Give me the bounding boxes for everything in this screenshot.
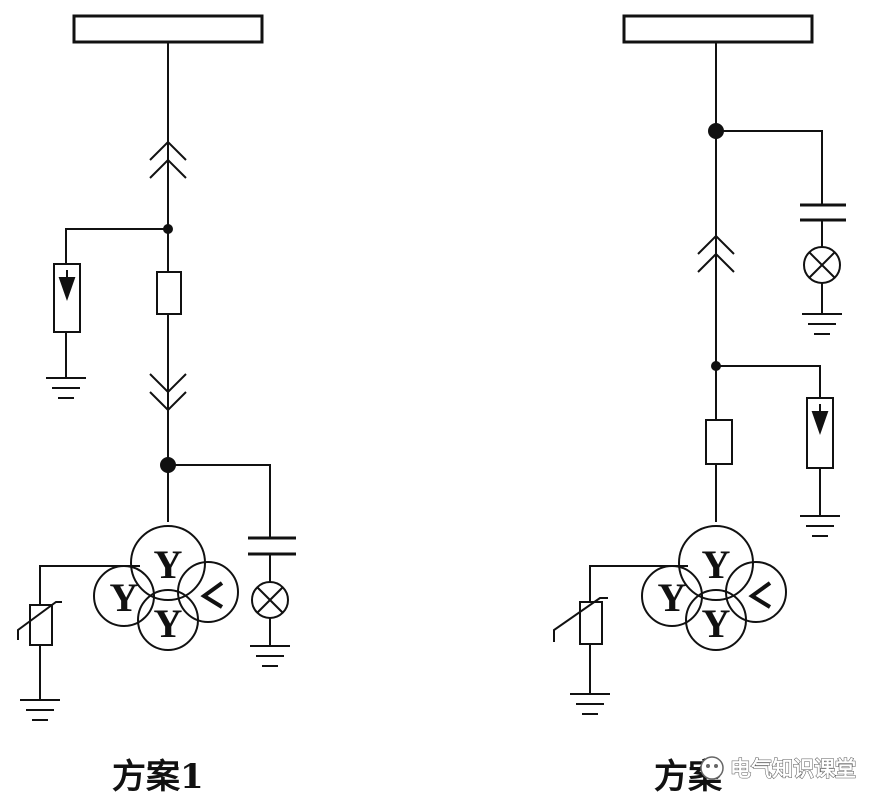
scheme1-varistor	[29, 604, 53, 646]
scheme2-winding-left: Y	[658, 575, 687, 620]
watermark-text: 电气知识课堂	[730, 757, 856, 781]
scheme1-fuse	[156, 271, 182, 315]
scheme2-varistor	[579, 601, 603, 645]
scheme1-lower-contact	[149, 373, 187, 394]
scheme1-capacitor	[248, 536, 296, 556]
scheme1-lamp-ground	[250, 645, 290, 667]
scheme1-varistor-ground	[20, 699, 60, 721]
scheme1-arrester-ground	[46, 377, 86, 399]
scheme2-capacitor	[800, 203, 846, 222]
scheme2-arrester-ground	[800, 515, 840, 537]
scheme1-winding-bottom: Y	[154, 601, 183, 646]
scheme2-varistor-ground	[570, 693, 610, 715]
scheme2-winding-bottom: Y	[702, 601, 731, 646]
watermark: 电气知识课堂	[700, 756, 857, 782]
scheme2-winding-top: Y	[702, 542, 731, 587]
scheme1-label: 方案1	[112, 757, 204, 797]
scheme2-indicator-lamp	[803, 246, 841, 284]
scheme2-group	[553, 14, 846, 715]
scheme1-busbar	[72, 14, 264, 44]
scheme2-contact	[697, 234, 735, 255]
scheme1-group	[17, 14, 296, 721]
scheme1-indicator-lamp	[251, 581, 289, 619]
scheme1-voltage-transformer	[93, 525, 239, 651]
scheme1-winding-top: Y	[154, 542, 183, 587]
scheme1-delta-symbol	[200, 581, 224, 609]
scheme2-lamp-ground	[802, 313, 842, 335]
scheme1-upper-contact	[149, 140, 187, 161]
scheme2-fuse	[705, 419, 733, 465]
scheme2-delta-symbol	[748, 581, 772, 609]
watermark-logo-icon	[700, 756, 724, 780]
scheme2-busbar	[622, 14, 814, 44]
scheme1-winding-left: Y	[110, 575, 139, 620]
